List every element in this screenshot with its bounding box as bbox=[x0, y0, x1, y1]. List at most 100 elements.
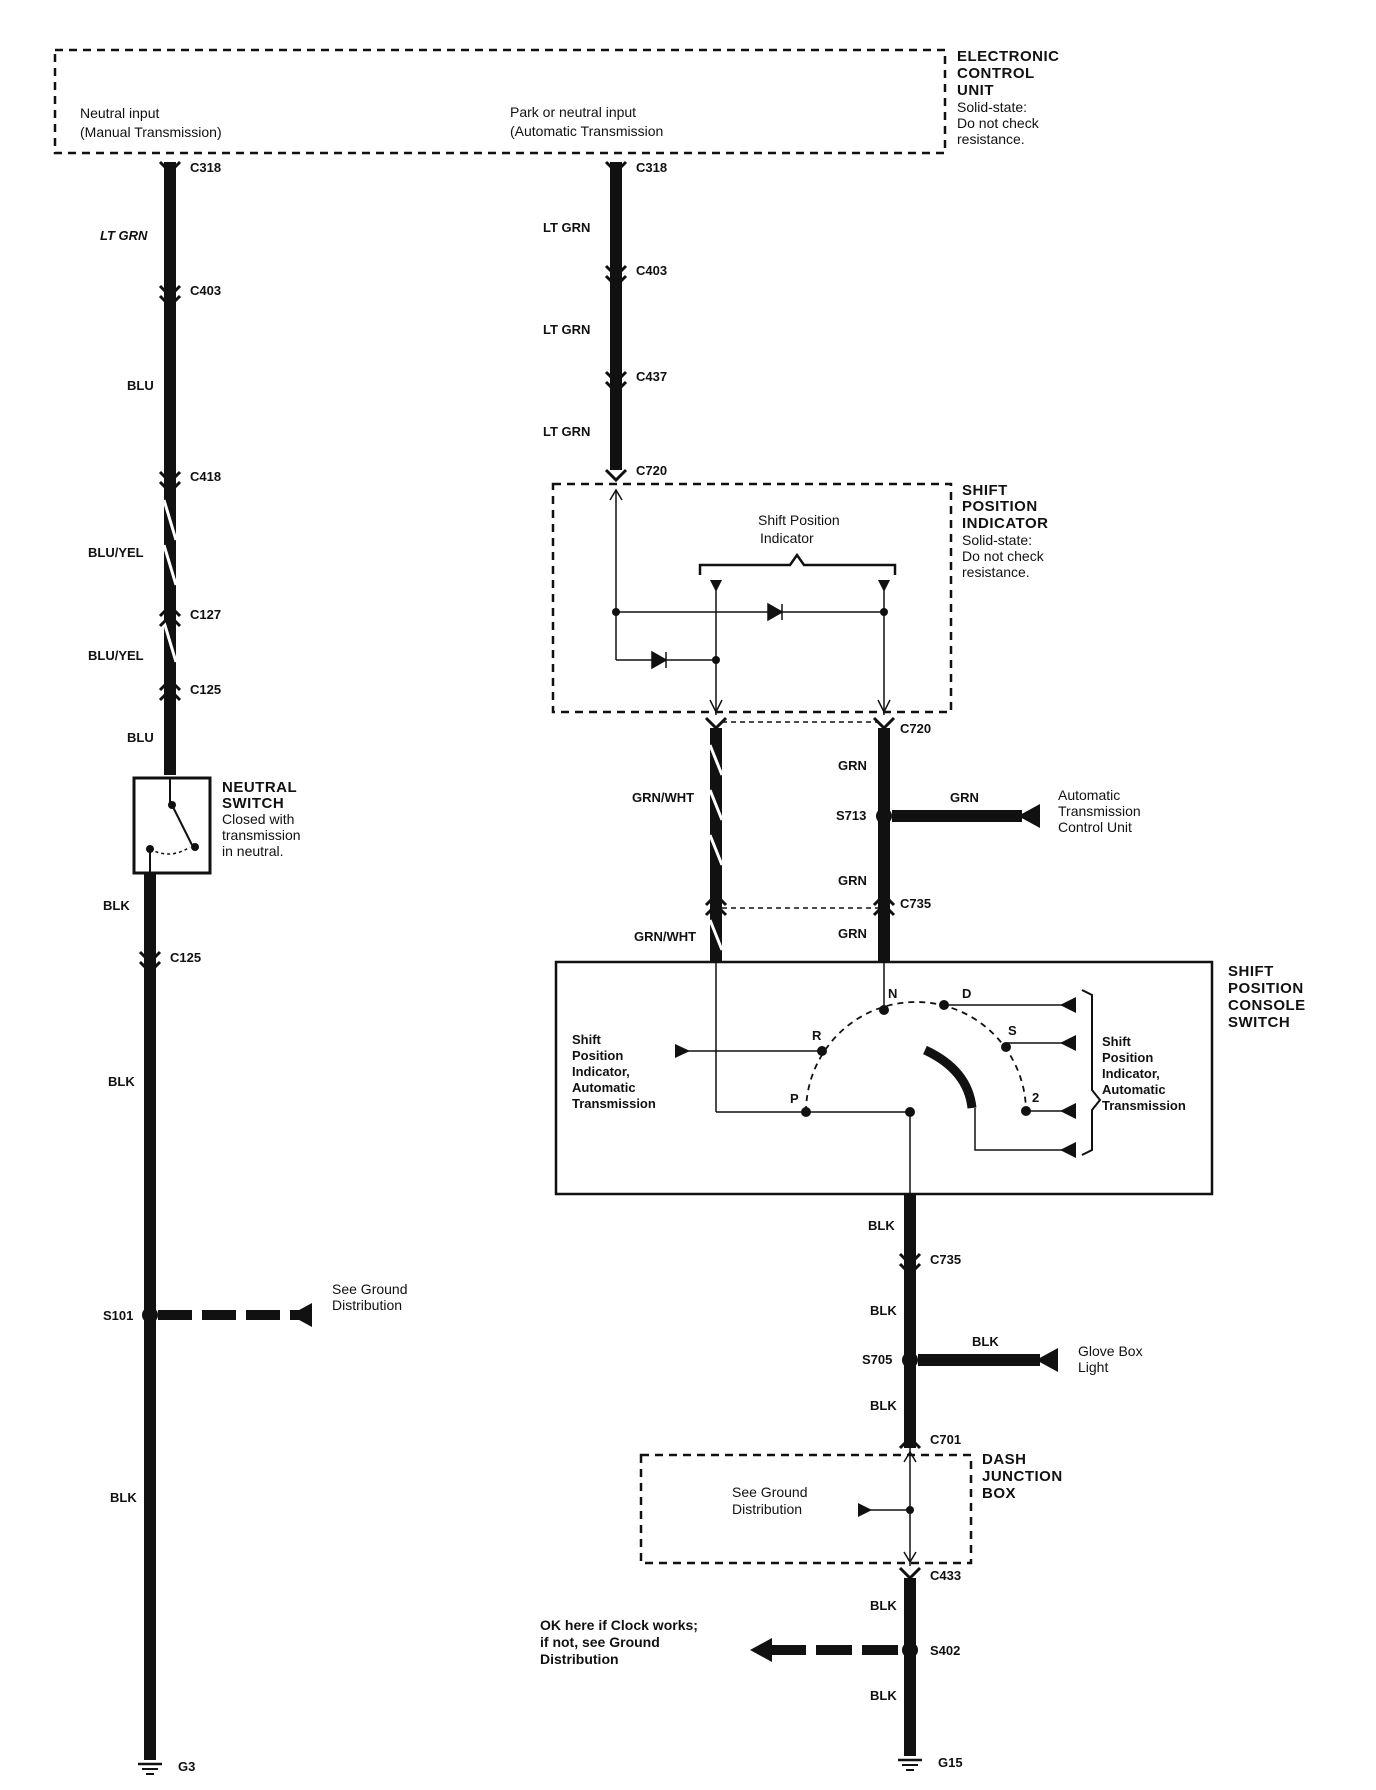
console-left-2: Position bbox=[572, 1048, 623, 1063]
diode-icon bbox=[767, 602, 784, 622]
wire-blk-r3: BLK bbox=[870, 1398, 897, 1413]
ecu-input-manual-2: (Manual Transmission) bbox=[80, 124, 222, 140]
wire-blk-r5: BLK bbox=[870, 1688, 897, 1703]
connector-symbol bbox=[872, 716, 896, 731]
conn-c701: C701 bbox=[930, 1432, 961, 1447]
conn-c433: C433 bbox=[930, 1568, 961, 1583]
stripe bbox=[708, 789, 724, 821]
connector-symbol bbox=[138, 950, 162, 975]
arrow-icon bbox=[675, 1044, 690, 1058]
connector-symbol bbox=[604, 468, 628, 483]
connector-symbol bbox=[704, 892, 728, 917]
conn-c418-left: C418 bbox=[190, 469, 221, 484]
splice-s713-label: S713 bbox=[836, 808, 866, 823]
wire-grnwht-2: GRN/WHT bbox=[634, 929, 696, 944]
contact-n bbox=[879, 1005, 889, 1015]
contact-s bbox=[1001, 1042, 1011, 1052]
splice-s402 bbox=[902, 1642, 918, 1658]
wire-blu-2-left: BLU bbox=[127, 730, 154, 745]
console-left-3: Indicator, bbox=[572, 1064, 630, 1079]
arrow-icon bbox=[877, 699, 891, 714]
neutral-switch-box bbox=[132, 776, 212, 875]
conn-c720-top: C720 bbox=[636, 463, 667, 478]
atcu-2: Transmission bbox=[1058, 803, 1141, 819]
console-right-5: Transmission bbox=[1102, 1098, 1186, 1113]
shift-indicator-inner-2: Indicator bbox=[760, 530, 814, 546]
shift-indicator-note-1: Solid-state: bbox=[962, 532, 1032, 548]
shift-indicator-box bbox=[551, 482, 953, 714]
selector-wiper bbox=[923, 1045, 977, 1109]
arrow-icon bbox=[1060, 1103, 1076, 1119]
right-circuit: C318 C403 C437 C720 LT GRN LT GRN LT GRN… bbox=[540, 160, 1306, 1771]
pos-s: S bbox=[1008, 1023, 1017, 1038]
conn-c720-bottom: C720 bbox=[900, 721, 931, 736]
pos-r: R bbox=[812, 1028, 822, 1043]
wire-blk-r2: BLK bbox=[870, 1303, 897, 1318]
switch-path bbox=[149, 846, 191, 855]
wire-blk-2-left: BLK bbox=[108, 1074, 135, 1089]
wire-bluyel-2: BLU/YEL bbox=[88, 648, 144, 663]
splice-s705-label: S705 bbox=[862, 1352, 892, 1367]
stripe bbox=[162, 621, 178, 663]
arrow-icon bbox=[903, 1450, 917, 1463]
wire-grn-branch: GRN bbox=[950, 790, 979, 805]
splice-s101 bbox=[142, 1307, 158, 1323]
connector-symbol bbox=[604, 264, 628, 289]
ecu-title-3: UNIT bbox=[957, 82, 994, 99]
console-left-1: Shift bbox=[572, 1032, 602, 1047]
splice-s101-label: S101 bbox=[103, 1308, 133, 1323]
console-title-4: SWITCH bbox=[1228, 1014, 1290, 1031]
ground-g15-icon bbox=[898, 1758, 922, 1771]
wire-blk-r1: BLK bbox=[868, 1218, 895, 1233]
conn-c318-right: C318 bbox=[636, 160, 667, 175]
glove-2: Light bbox=[1078, 1359, 1108, 1375]
splice-s402-label: S402 bbox=[930, 1643, 960, 1658]
wire-blk-r4: BLK bbox=[870, 1598, 897, 1613]
neutral-switch-title-2: SWITCH bbox=[222, 795, 284, 812]
dash-title-2: JUNCTION bbox=[982, 1468, 1063, 1485]
connector-symbol bbox=[158, 603, 182, 628]
neutral-switch-note-1: Closed with bbox=[222, 811, 294, 827]
console-title-3: CONSOLE bbox=[1228, 997, 1306, 1014]
arrow-icon bbox=[878, 580, 890, 592]
diode-icon bbox=[651, 650, 668, 670]
connector-symbol bbox=[158, 284, 182, 309]
ecu-input-manual-1: Neutral input bbox=[80, 105, 159, 121]
neutral-switch-note-2: transmission bbox=[222, 827, 301, 843]
connector-symbol bbox=[158, 160, 182, 175]
dash-title-3: BOX bbox=[982, 1485, 1016, 1502]
ecu-input-auto-1: Park or neutral input bbox=[510, 104, 636, 120]
selector-arc bbox=[805, 1001, 1027, 1113]
arrow-icon bbox=[609, 488, 623, 501]
console-left-4: Automatic bbox=[572, 1080, 636, 1095]
connector-symbol bbox=[704, 716, 728, 731]
dash-title-1: DASH bbox=[982, 1451, 1027, 1468]
conn-c318-left: C318 bbox=[190, 160, 221, 175]
switch-arm bbox=[171, 804, 193, 846]
wire-blu-left: BLU bbox=[127, 378, 154, 393]
arrow-icon bbox=[1060, 1142, 1076, 1158]
arrow-icon bbox=[290, 1303, 312, 1327]
shift-indicator-title-1: SHIFT bbox=[962, 482, 1008, 499]
stripe bbox=[708, 834, 724, 866]
wire-blk-1-left: BLK bbox=[103, 898, 130, 913]
ground-g3-icon bbox=[138, 1762, 162, 1775]
splice-s705 bbox=[902, 1352, 918, 1368]
ecu-box bbox=[53, 48, 947, 155]
ecu-note-1: Solid-state: bbox=[957, 99, 1027, 115]
pos-n: N bbox=[888, 986, 897, 1001]
conn-c437-right: C437 bbox=[636, 369, 667, 384]
connector-symbol bbox=[898, 1252, 922, 1277]
wire-ltgrn-left: LT GRN bbox=[100, 228, 148, 243]
arrow-icon bbox=[1060, 997, 1076, 1013]
arrow-icon bbox=[750, 1638, 772, 1662]
contact-r bbox=[817, 1046, 827, 1056]
conn-c403-left: C403 bbox=[190, 283, 221, 298]
connector-symbol bbox=[158, 677, 182, 702]
wire-blk-3-left: BLK bbox=[110, 1490, 137, 1505]
s402-note-3: Distribution bbox=[540, 1651, 619, 1667]
shift-indicator-note-3: resistance. bbox=[962, 564, 1030, 580]
arrow-icon bbox=[1018, 804, 1040, 828]
